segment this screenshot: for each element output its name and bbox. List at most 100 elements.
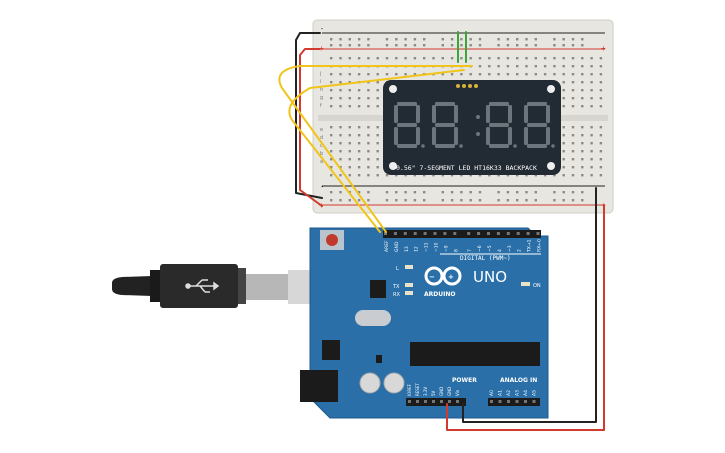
rail-hole[interactable] — [413, 191, 417, 194]
rail-hole[interactable] — [348, 199, 351, 202]
rail-hole[interactable] — [581, 38, 584, 41]
bb-hole[interactable] — [590, 142, 593, 145]
rail-hole[interactable] — [413, 44, 417, 47]
header-pin[interactable] — [468, 84, 472, 88]
rail-hole[interactable] — [534, 199, 537, 202]
rail-hole[interactable] — [562, 38, 565, 41]
bb-hole[interactable] — [376, 174, 379, 177]
power-pin[interactable] — [448, 400, 451, 403]
bb-hole[interactable] — [367, 126, 370, 129]
rail-hole[interactable] — [348, 44, 351, 47]
bb-hole[interactable] — [478, 73, 482, 76]
bb-hole[interactable] — [599, 105, 603, 108]
bb-hole[interactable] — [599, 142, 603, 145]
bb-hole[interactable] — [395, 174, 398, 177]
power-header[interactable] — [406, 398, 466, 406]
rail-hole[interactable] — [423, 44, 426, 47]
bb-hole[interactable] — [571, 89, 575, 92]
digital-pin[interactable] — [384, 232, 387, 235]
rail-hole[interactable] — [413, 38, 417, 41]
bb-hole[interactable] — [599, 81, 603, 84]
bb-hole[interactable] — [516, 174, 519, 177]
bb-hole[interactable] — [339, 105, 342, 108]
power-jack[interactable] — [300, 370, 338, 402]
rail-hole[interactable] — [460, 199, 463, 202]
bb-hole[interactable] — [562, 65, 565, 68]
bb-hole[interactable] — [590, 89, 593, 92]
bb-hole[interactable] — [348, 142, 351, 145]
bb-hole[interactable] — [339, 89, 342, 92]
bb-hole[interactable] — [339, 134, 342, 137]
bb-hole[interactable] — [581, 142, 584, 145]
rail-hole[interactable] — [506, 191, 510, 194]
bb-hole[interactable] — [590, 73, 593, 76]
bb-hole[interactable] — [376, 57, 379, 60]
digital-pin[interactable] — [496, 232, 500, 235]
bb-hole[interactable] — [506, 174, 510, 177]
bb-hole[interactable] — [339, 174, 342, 177]
seven-segment-display-module[interactable]: 0.56" 7-SEGMENT LED HT16K33 BACKPACK — [383, 80, 561, 175]
bb-hole[interactable] — [330, 89, 333, 92]
bb-hole[interactable] — [599, 89, 603, 92]
usb-cable[interactable] — [112, 264, 310, 308]
bb-hole[interactable] — [562, 134, 565, 137]
bb-hole[interactable] — [367, 166, 370, 169]
bb-hole[interactable] — [553, 57, 556, 60]
rail-hole[interactable] — [385, 38, 389, 41]
bb-hole[interactable] — [571, 174, 575, 177]
bb-hole[interactable] — [553, 174, 556, 177]
rail-hole[interactable] — [581, 44, 584, 47]
analog-header[interactable] — [488, 398, 540, 406]
bb-hole[interactable] — [376, 134, 379, 137]
bb-hole[interactable] — [357, 89, 361, 92]
bb-hole[interactable] — [571, 65, 575, 68]
bb-hole[interactable] — [571, 126, 575, 129]
rail-hole[interactable] — [330, 191, 333, 194]
bb-hole[interactable] — [376, 166, 379, 169]
bb-hole[interactable] — [423, 174, 426, 177]
bb-hole[interactable] — [562, 73, 565, 76]
bb-hole[interactable] — [497, 73, 500, 76]
bb-hole[interactable] — [339, 158, 342, 161]
bb-hole[interactable] — [562, 105, 565, 108]
bb-hole[interactable] — [367, 73, 370, 76]
bb-hole[interactable] — [357, 73, 361, 76]
bb-hole[interactable] — [525, 57, 528, 60]
digital-pin[interactable] — [403, 232, 407, 235]
bb-hole[interactable] — [581, 158, 584, 161]
rail-hole[interactable] — [562, 199, 565, 202]
bb-hole[interactable] — [590, 105, 593, 108]
bb-hole[interactable] — [581, 73, 584, 76]
analog-pin[interactable] — [490, 400, 493, 403]
bb-hole[interactable] — [441, 57, 444, 60]
rail-hole[interactable] — [385, 191, 389, 194]
rail-hole[interactable] — [460, 38, 463, 41]
bb-hole[interactable] — [348, 150, 351, 153]
bb-hole[interactable] — [339, 81, 342, 84]
bb-hole[interactable] — [534, 73, 537, 76]
bb-hole[interactable] — [581, 57, 584, 60]
bb-hole[interactable] — [506, 57, 510, 60]
rail-hole[interactable] — [506, 44, 510, 47]
rail-hole[interactable] — [525, 191, 528, 194]
bb-hole[interactable] — [367, 89, 370, 92]
rail-hole[interactable] — [525, 44, 528, 47]
rail-hole[interactable] — [450, 199, 454, 202]
bb-hole[interactable] — [357, 134, 361, 137]
bb-hole[interactable] — [330, 81, 333, 84]
bb-hole[interactable] — [571, 142, 575, 145]
bb-hole[interactable] — [376, 73, 379, 76]
bb-hole[interactable] — [330, 73, 333, 76]
bb-hole[interactable] — [395, 57, 398, 60]
bb-hole[interactable] — [357, 97, 361, 100]
bb-hole[interactable] — [330, 150, 333, 153]
bb-hole[interactable] — [348, 89, 351, 92]
bb-hole[interactable] — [339, 73, 342, 76]
bb-hole[interactable] — [590, 126, 593, 129]
bb-hole[interactable] — [562, 166, 565, 169]
rail-hole[interactable] — [395, 199, 398, 202]
bb-hole[interactable] — [432, 174, 435, 177]
analog-pin[interactable] — [515, 400, 519, 403]
bb-hole[interactable] — [497, 65, 500, 68]
bb-hole[interactable] — [330, 158, 333, 161]
